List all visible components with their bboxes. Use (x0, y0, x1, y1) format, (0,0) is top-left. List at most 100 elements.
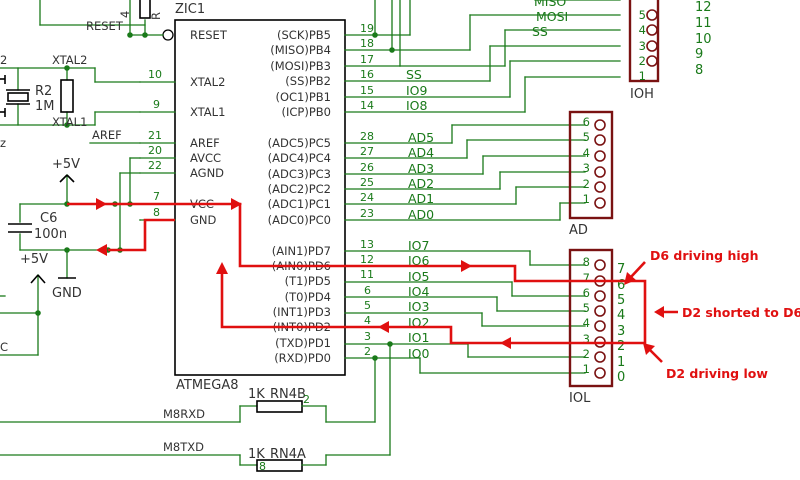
r2-resistor-body (60, 79, 74, 113)
net-label-ad5: AD5 (408, 130, 434, 145)
net-label-ad1: AD1 (408, 191, 434, 206)
net-label-io6: IO6 (408, 253, 430, 268)
iol-label-0: 0 (617, 370, 625, 385)
net-label-reset: RESET (86, 19, 124, 33)
chip-right-labels: (SCK)PB5 (MISO)PB4 (MOSI)PB3 (SS)PB2 (OC… (268, 28, 331, 365)
rn4a-name: RN4A (270, 447, 306, 462)
crystal-circuit (0, 65, 141, 128)
rn4b-value: 1K (248, 387, 265, 402)
net-label-io9: IO9 (406, 83, 428, 98)
chip-pin-label-pc5: (ADC5)PC5 (268, 136, 331, 150)
net-label-io7: IO7 (408, 238, 429, 253)
chip-pin-num-27: 27 (360, 145, 374, 158)
iol-pin-3: 3 (583, 332, 590, 346)
chip-pin-num-7: 7 (153, 190, 160, 203)
chip-pin-num-10: 10 (148, 68, 162, 81)
iol-pin-8: 8 (583, 255, 590, 269)
net-label-io4: IO4 (408, 284, 430, 299)
net-label-mosi: MOSI (536, 9, 568, 24)
chip-pin-label-pc1: (ADC1)PC1 (268, 197, 331, 211)
resistor-fragment-label: R (149, 12, 163, 20)
crystal-body (7, 92, 29, 102)
annotation-d2-driving-low: D2 driving low (666, 366, 768, 381)
chip-pin-num-6: 6 (364, 284, 371, 297)
pd-wiring (344, 250, 586, 456)
chip-body (174, 19, 346, 376)
chip-pin-label-pb4: (MISO)PB4 (270, 43, 331, 57)
chip-pin-label-pb3: (MOSI)PB3 (270, 59, 331, 73)
part-fragment-2: 2 (0, 53, 7, 67)
iol-pin-2: 2 (583, 347, 590, 361)
ioh-label-11: 11 (695, 16, 712, 31)
net-label-aref: AREF (92, 128, 122, 142)
short-circuit-annotation (67, 198, 678, 363)
chip-right-pin-numbers: 19 18 17 16 15 14 28 27 26 25 24 23 13 1… (360, 22, 374, 358)
iol-label-5: 5 (617, 293, 625, 308)
net-label-ad3: AD3 (408, 161, 434, 176)
chip-pin-label-pc2: (ADC2)PC2 (268, 182, 331, 196)
chip-name: ZIC1 (175, 2, 205, 17)
r2-name: R2 (35, 84, 52, 99)
gnd-path-trace (108, 218, 175, 252)
arrow-pd2 (378, 321, 389, 333)
ad-pin-5: 5 (583, 130, 590, 144)
ad-pin-2: 2 (583, 177, 590, 191)
chip-pin-num-23: 23 (360, 207, 374, 220)
net-label-io5: IO5 (408, 269, 429, 284)
iol-label-7: 7 (617, 262, 625, 277)
iol-label-2: 2 (617, 339, 625, 354)
chip-pin-num-28: 28 (360, 130, 374, 143)
chip-pin-label-aref: AREF (190, 136, 220, 150)
chip-pin-num-14: 14 (360, 99, 374, 112)
ad-pin-3: 3 (583, 161, 590, 175)
net-label-io3: IO3 (408, 299, 429, 314)
chip-pin-label-reset: RESET (190, 28, 228, 42)
ioh-name: IOH (630, 87, 654, 102)
iol-label-6: 6 (617, 278, 625, 293)
aref-circuit (89, 142, 141, 253)
net-label-xtal1: XTAL1 (52, 115, 87, 129)
annotation-d6-driving-high: D6 driving high (650, 248, 758, 263)
chip-pin-label-pb5: (SCK)PB5 (277, 28, 331, 42)
resistor-fragment-num: 4 (118, 11, 132, 18)
chip-pin-num-17: 17 (360, 53, 374, 66)
annotation-d2-shorted-d6: D2 shorted to D6 (682, 305, 800, 320)
chip-pin-label-xtal1: XTAL1 (190, 105, 225, 119)
chip-pin-label-pb0: (ICP)PB0 (282, 105, 331, 119)
chip-pin-num-24: 24 (360, 191, 374, 204)
reset-inversion-bubble (162, 29, 174, 41)
chip-pin-num-16: 16 (360, 68, 374, 81)
arrow-gnd (96, 244, 107, 256)
rn4a-pin: 8 (259, 460, 266, 473)
chip-pin-num-19: 19 (360, 22, 374, 35)
iol-pin-6: 6 (583, 286, 590, 300)
net-label-ss-top: SS (532, 24, 548, 39)
chip-pin-label-pd4: (T0)PD4 (285, 290, 331, 304)
current-path-trace (67, 202, 647, 345)
rn4-circuit (0, 400, 391, 472)
net-label-ad0: AD0 (408, 207, 434, 222)
ioh-label-12: 12 (695, 0, 712, 15)
chip-pin-num-8: 8 (153, 206, 160, 219)
chip-pin-label-avcc: AVCC (190, 151, 221, 165)
ad-pin-4: 4 (583, 146, 590, 160)
chip-pin-label-pd7: (AIN1)PD7 (272, 244, 331, 258)
part-fragment-z: z (0, 136, 6, 150)
ad-name: AD (569, 223, 588, 238)
chip-pin-label-pc0: (ADC0)PC0 (268, 213, 331, 227)
iol-pin-4: 4 (583, 316, 590, 330)
iol-label-1: 1 (617, 355, 625, 370)
chip-pin-num-9: 9 (153, 98, 160, 111)
net-label-io0: IO0 (408, 346, 430, 361)
net-label-ad2: AD2 (408, 176, 434, 191)
net-label-io1: IO1 (408, 330, 429, 345)
iol-label-4: 4 (617, 308, 625, 323)
r2-value: 1M (35, 99, 55, 114)
iol-pin-5: 5 (583, 301, 590, 315)
chip-pin-label-pc4: (ADC4)PC4 (268, 151, 331, 165)
net-label-xtal2: XTAL2 (52, 53, 87, 67)
ioh-label-10: 10 (695, 32, 712, 47)
arrow-pd2-return (500, 337, 511, 349)
chip-pin-label-gnd: GND (190, 213, 217, 227)
iol-pin-7: 7 (583, 271, 590, 285)
